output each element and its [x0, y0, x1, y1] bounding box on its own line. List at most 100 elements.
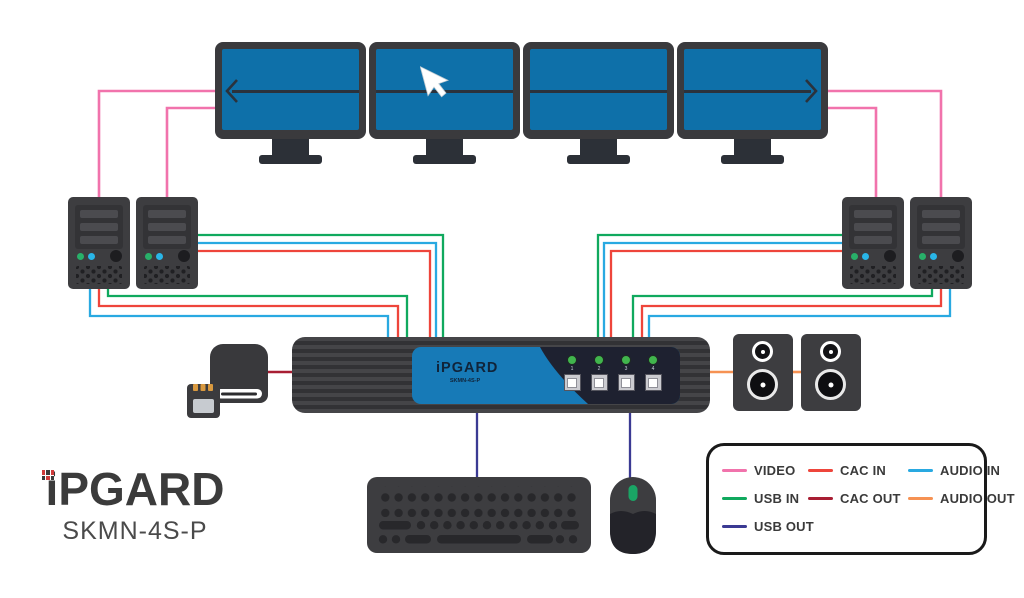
legend-item-usb-in: USB IN — [722, 491, 808, 506]
monitor-1 — [215, 42, 366, 165]
monitor-bezel — [523, 42, 674, 139]
legend-box: VIDEO CAC IN AUDIO IN USB IN CAC OUT AUD… — [706, 443, 1015, 555]
port-select-button — [563, 374, 581, 391]
wire-video-pc1 — [97, 89, 216, 200]
brand-logo: iPGARD SKMN-4S-P — [40, 464, 230, 546]
kvm-switch: iPGARD SKMN-4S-P 1 2 3 — [292, 337, 710, 413]
port-number: 2 — [597, 366, 601, 372]
monitor-stand-base — [259, 155, 322, 164]
port-led — [621, 355, 631, 365]
brand-wordmark: iPGARD — [40, 464, 230, 515]
legend-swatch — [722, 524, 747, 529]
monitor-bezel — [215, 42, 366, 139]
monitor-stand-neck — [272, 139, 309, 157]
kvm-front-panel: iPGARD SKMN-4S-P 1 2 3 — [412, 347, 680, 404]
port-2: 2 — [590, 355, 608, 391]
wire-cac-in-pc1 — [97, 286, 400, 340]
port-number: 1 — [570, 366, 574, 372]
monitor-bezel — [677, 42, 828, 139]
keyboard — [367, 477, 591, 553]
speaker-left — [733, 334, 793, 411]
cac-card-reader — [187, 344, 268, 418]
legend-swatch — [808, 496, 833, 501]
wire-video-pc2 — [165, 106, 216, 200]
wire-cac-in-pc2 — [190, 249, 432, 340]
monitor-2 — [369, 42, 520, 165]
monitor-screen — [376, 49, 513, 130]
kvm-model-label: SKMN-4S-P — [449, 378, 481, 384]
monitor-screen — [530, 49, 667, 130]
mouse-cursor-icon — [420, 65, 449, 98]
port-4: 4 — [644, 355, 662, 391]
status-leds — [919, 253, 937, 260]
wire-usb-in-pc4 — [631, 286, 934, 340]
vent-grille — [918, 266, 964, 284]
wire-cac-in-pc4 — [640, 286, 943, 340]
monitor-3 — [523, 42, 674, 165]
status-leds — [851, 253, 869, 260]
legend-swatch — [908, 496, 933, 501]
smart-card — [187, 384, 220, 418]
legend-swatch — [908, 468, 933, 473]
monitor-stand-base — [413, 155, 476, 164]
model-number: SKMN-4S-P — [62, 516, 208, 545]
legend-item-audio-in: AUDIO IN — [908, 463, 1015, 478]
legend-label: USB IN — [754, 491, 800, 506]
mouse-body — [610, 477, 656, 554]
keyboard-keys — [378, 486, 579, 544]
wire-audio-in-pc4 — [647, 286, 952, 340]
monitor-stand-neck — [734, 139, 771, 157]
computer-4 — [910, 197, 972, 289]
wire-usb-in-pc3 — [596, 233, 852, 340]
port-led — [594, 355, 604, 365]
computer-1 — [68, 197, 130, 289]
logo-i-dot-pattern — [42, 470, 54, 480]
vent-grille — [850, 266, 896, 284]
power-button — [952, 250, 964, 262]
legend-label: VIDEO — [754, 463, 796, 478]
scroll-wheel — [628, 485, 638, 501]
wire-audio-in-pc3 — [602, 241, 852, 340]
port-select-button — [617, 374, 635, 391]
monitor-stand-base — [721, 155, 784, 164]
tweeter — [752, 341, 773, 362]
kvm-brand-label: iPGARD — [436, 360, 499, 376]
pan-arrow-line — [684, 90, 811, 93]
power-button — [884, 250, 896, 262]
legend-swatch — [722, 468, 747, 473]
right-arrowhead-icon — [805, 79, 818, 103]
computer-2 — [136, 197, 198, 289]
vent-grille — [144, 266, 190, 284]
power-button — [110, 250, 122, 262]
monitor-screen — [222, 49, 359, 130]
pan-arrow-line — [530, 90, 667, 93]
legend-item-cac-out: CAC OUT — [808, 491, 908, 506]
drive-bays — [849, 205, 897, 249]
legend-swatch — [808, 468, 833, 473]
computer-3 — [842, 197, 904, 289]
monitor-stand-neck — [580, 139, 617, 157]
mouse — [610, 477, 656, 554]
legend-swatch — [722, 496, 747, 501]
port-number: 4 — [651, 366, 655, 372]
legend-item-audio-out: AUDIO OUT — [908, 491, 1015, 506]
status-leds — [77, 253, 95, 260]
monitor-bezel — [369, 42, 520, 139]
monitor-screen — [684, 49, 821, 130]
drive-bays — [75, 205, 123, 249]
wire-usb-in-pc2 — [190, 233, 445, 340]
port-1: 1 — [563, 355, 581, 391]
legend-label: USB OUT — [754, 519, 814, 534]
port-number: 3 — [624, 366, 628, 372]
drive-bays — [143, 205, 191, 249]
power-button — [178, 250, 190, 262]
port-led — [648, 355, 658, 365]
vent-grille — [76, 266, 122, 284]
speaker-right — [801, 334, 861, 411]
drive-bays — [917, 205, 965, 249]
monitor-4 — [677, 42, 828, 165]
wire-video-pc3 — [827, 106, 878, 200]
left-arrowhead-icon — [225, 79, 238, 103]
